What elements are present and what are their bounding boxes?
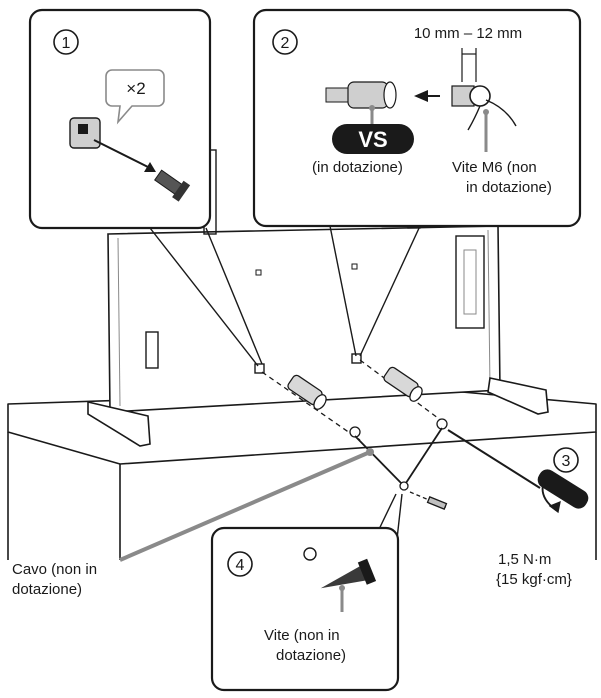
vs-tag: VS [358, 127, 387, 152]
step2-number: 2 [281, 35, 290, 52]
callout-step4: 4 [210, 526, 400, 692]
length-range-label: 10 mm – 12 mm [414, 25, 522, 42]
m6-screw-caption-line2: in dotazione) [466, 179, 552, 196]
wood-screw-caption-line1: Vite (non in [264, 627, 340, 644]
spacer-vs-right [383, 366, 423, 402]
eye-bolt-icon [451, 85, 517, 152]
mounting-hardware [119, 359, 449, 562]
washer-icon [303, 547, 317, 561]
m6-screw-caption-line1: Vite M6 (non [452, 159, 537, 176]
eye-bolt-left [349, 426, 361, 438]
spacer-vs-icon [325, 81, 397, 124]
mount-hole-right [351, 353, 362, 364]
vs-caption: (in dotazione) [312, 159, 403, 176]
cable-caption-line1: Cavo (non in [12, 561, 98, 578]
screwdriver-icon [447, 429, 589, 514]
tv-stand-feet [87, 377, 549, 447]
cable-right [403, 427, 443, 487]
step-badge-3: 3 [553, 447, 579, 473]
step-badge-2 [272, 29, 298, 55]
step-badge-4 [227, 551, 253, 577]
mount-hole-left [254, 363, 265, 374]
wood-screw-caption-line2: dotazione) [276, 647, 347, 664]
callout-step1: 1 ×2 [28, 8, 212, 230]
wood-screw-icon [320, 558, 377, 589]
cable-caption-line2: dotazione) [12, 581, 83, 598]
step1-number: 1 [62, 35, 71, 52]
screw-icon [154, 169, 191, 202]
arrow-icon [144, 162, 156, 172]
torque-line1: 1,5 N·m [498, 551, 552, 568]
eye-bolt-right [436, 418, 448, 430]
multiplier-bubble [105, 69, 165, 125]
arrow-left-icon [414, 90, 428, 102]
callout-step2: 2 10 mm – 12 mm VS [252, 8, 582, 228]
step1-multiplier: ×2 [126, 79, 145, 98]
cable-left [354, 435, 405, 487]
step4-number: 4 [236, 557, 245, 574]
tv-back-panel [107, 225, 501, 413]
spacer-vs-left [287, 374, 327, 410]
vs-badge [332, 124, 414, 154]
torque-line2: {15 kgf·cm} [496, 571, 572, 588]
step3-number: 3 [562, 453, 571, 470]
step-badge-1 [53, 29, 79, 55]
